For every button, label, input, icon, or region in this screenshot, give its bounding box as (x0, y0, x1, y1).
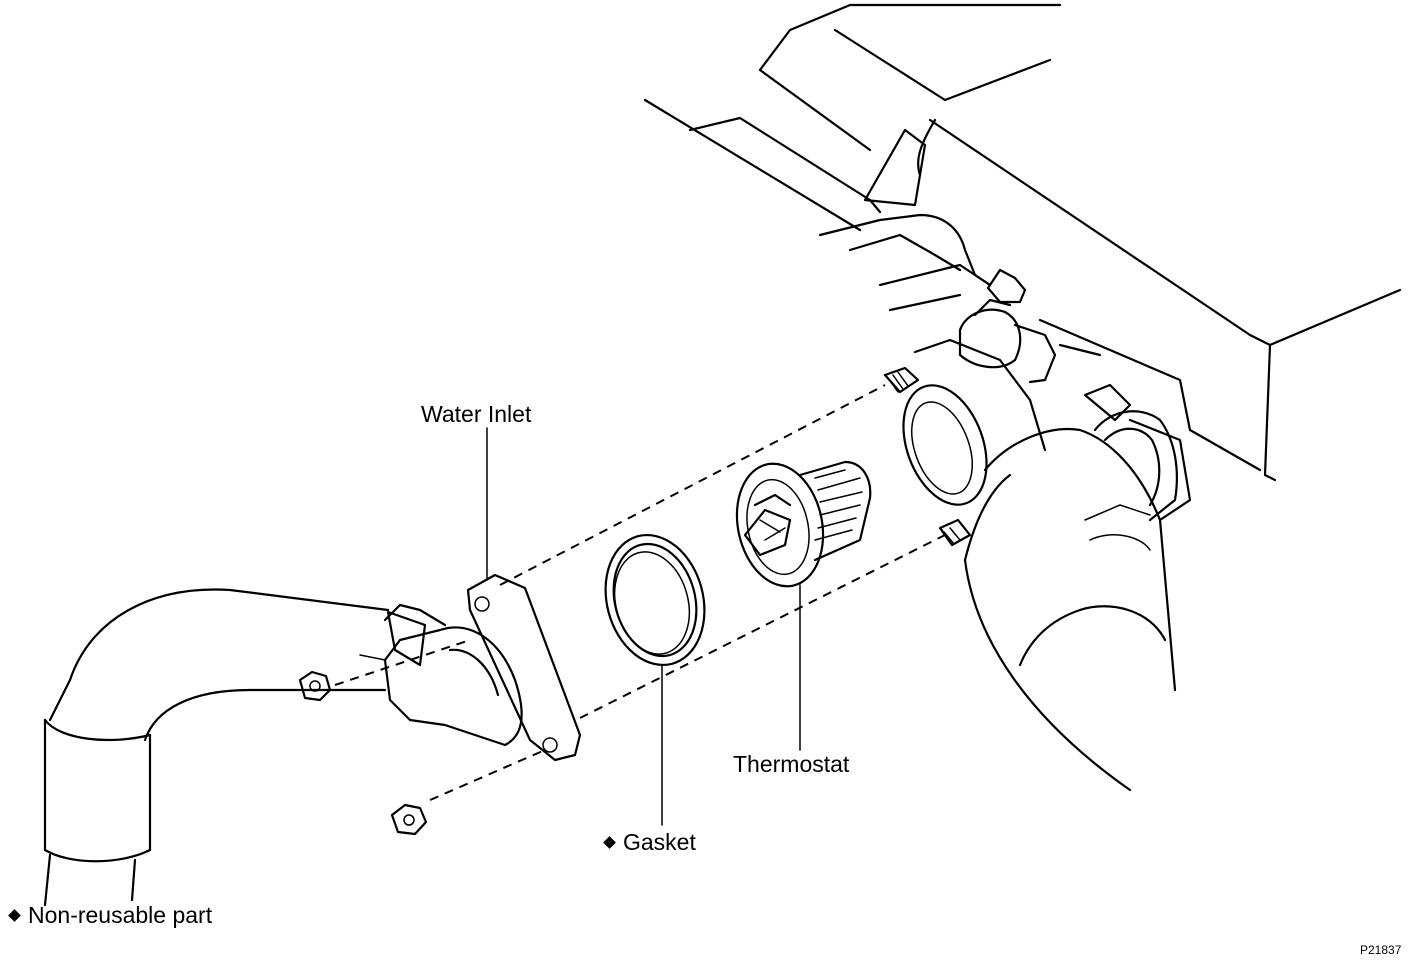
thermostat (735, 460, 872, 588)
gasket-callout: Gasket (603, 829, 696, 855)
water-inlet (359, 573, 582, 762)
water-inlet-label: Water Inlet (421, 401, 532, 427)
thermostat-housing (883, 268, 1057, 547)
inlet-hose (43, 588, 390, 907)
gasket-label: Gasket (623, 829, 696, 855)
leader-lines (486, 427, 801, 826)
nut-lower (390, 803, 428, 836)
nut-upper (298, 670, 332, 702)
engine-block (643, 3, 1402, 482)
assembly-guide-lines (334, 384, 946, 801)
figure-id: P21837 (1360, 943, 1402, 957)
diamond-icon (8, 909, 21, 922)
radiator-hose (963, 383, 1192, 792)
legend-non-reusable: Non-reusable part (8, 902, 213, 928)
thermostat-label: Thermostat (733, 751, 850, 777)
gasket (604, 533, 706, 667)
legend-label: Non-reusable part (28, 902, 213, 928)
diamond-icon (603, 836, 616, 849)
